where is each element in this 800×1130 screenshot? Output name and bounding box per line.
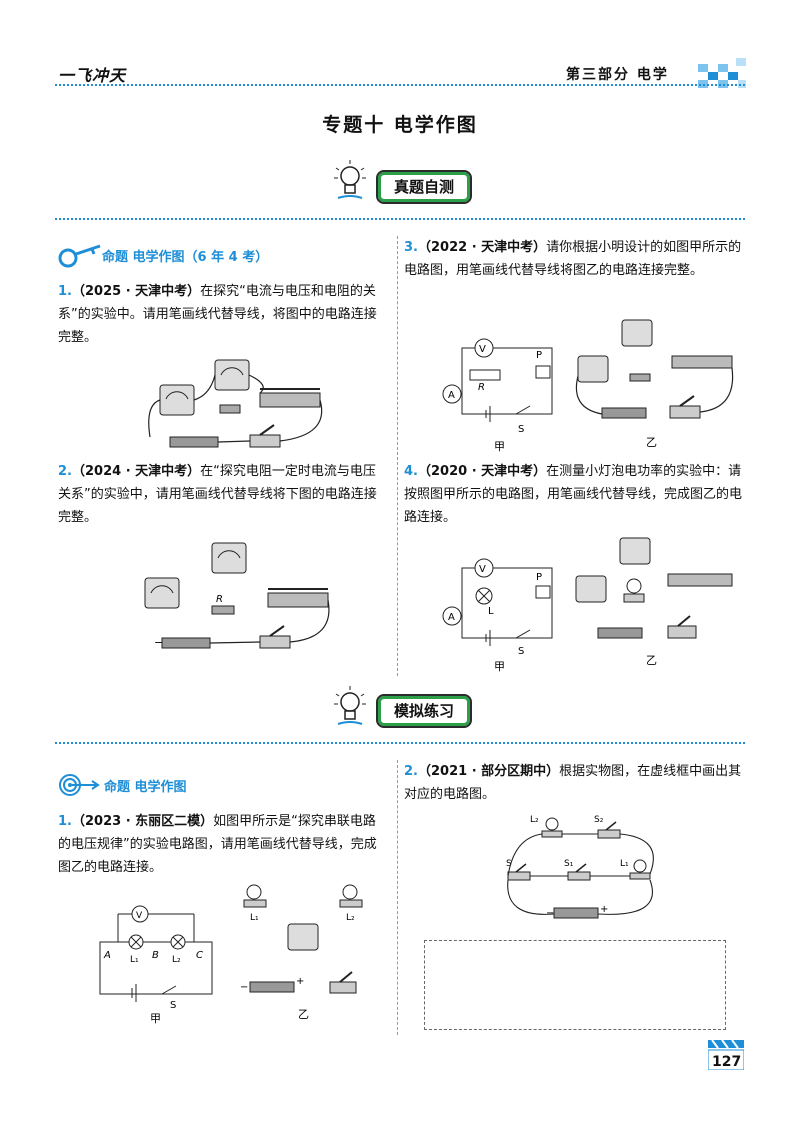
q3-apparatus-figure-yi: 乙 (575, 319, 734, 449)
question-source: （2023 · 东丽区二模） (71, 814, 214, 829)
question-text: 在“探究电阻一定时电流与电压关系”的实验中，请用笔画线代替导线将下图的电路连接完… (58, 464, 377, 525)
lamp-l1-label: L₁ (620, 859, 629, 869)
voltmeter-label: V (136, 911, 143, 921)
figure-caption-yi: 乙 (646, 654, 657, 667)
plus-sign: + (600, 904, 608, 915)
figure-caption-yi: 乙 (298, 1008, 309, 1021)
lightbulb-icon (334, 686, 366, 725)
column-divider (397, 760, 398, 1035)
lightbulb-icon (334, 160, 366, 199)
minus-sign: − (546, 908, 554, 919)
q4-circuit-diagram-jia: V L P A S 甲 (442, 558, 553, 673)
question-number: 3. (404, 240, 418, 255)
s2-apparatus-figure: L₂ S₂ S S₁ L₁ − + (506, 815, 654, 919)
point-c-label: C (196, 950, 203, 961)
topic-heading-1: 命题 电学作图（6 年 4 考） (102, 250, 269, 265)
minus-sign: − (240, 982, 248, 993)
s1-circuit-diagram-jia: V A B C L₁ L₂ S 甲 (99, 905, 213, 1024)
s1-apparatus-figure-yi: L₁ L₂ − + 乙 (240, 884, 363, 1021)
key-icon (58, 244, 101, 268)
lamp-l2-label: L₂ (346, 913, 355, 923)
question-text: 根据实物图，在虚线框中画出其对应的电路图。 (404, 764, 742, 802)
plus-sign: + (296, 976, 304, 987)
figure-caption-yi: 乙 (646, 436, 657, 449)
q1-apparatus-figure (148, 359, 323, 448)
question-2: 2.（2024 · 天津中考）在“探究电阻一定时电流与电压关系”的实验中，请用笔… (58, 460, 388, 529)
voltmeter-label: V (479, 564, 486, 575)
question-text: 如图甲所示是“探究串联电路的电压规律”的实验电路图，请用笔画线代替导线，完成图乙… (58, 814, 377, 875)
resistor-label: R (478, 382, 485, 393)
simulation-question-2: 2.（2021 · 部分区期中）根据实物图，在虚线框中画出其对应的电路图。 (404, 760, 742, 806)
part-title: 第三部分 电学 (566, 67, 669, 83)
point-b-label: B (152, 950, 159, 961)
switch-label: S (170, 1000, 176, 1011)
q3-circuit-diagram-jia: V R P A S 甲 (442, 338, 553, 453)
section-divider (55, 218, 745, 220)
question-source: （2024 · 天津中考） (71, 464, 201, 479)
lamp-l1-label: L₁ (250, 913, 259, 923)
question-number: 4. (404, 464, 418, 479)
q2-apparatus-figure: R − (144, 542, 330, 649)
minus-sign: − (154, 636, 163, 649)
switch-label: S (518, 646, 524, 657)
brand-logo: 一飞冲天 (58, 66, 127, 85)
question-3: 3.（2022 · 天津中考）请你根据小明设计的如图甲所示的电路图，用笔画线代替… (404, 236, 742, 282)
ammeter-label: A (448, 612, 455, 623)
ammeter-label: A (448, 390, 455, 401)
section-label: 真题自测 (394, 178, 455, 196)
question-source: （2021 · 部分区期中） (417, 764, 560, 779)
switch-s2-label: S₂ (594, 815, 604, 825)
switch-s-label: S (506, 859, 512, 869)
question-number: 1. (58, 814, 72, 829)
question-1: 1.（2025 · 天津中考）在探究“电流与电压和电阻的关系”的实验中。请用笔画… (58, 280, 388, 349)
topic-heading-2: 命题 电学作图 (104, 780, 187, 795)
figure-caption-jia: 甲 (150, 1012, 161, 1024)
slider-label: P (536, 350, 542, 361)
answer-drawing-box[interactable] (424, 940, 726, 1030)
question-source: （2022 · 天津中考） (417, 240, 547, 255)
voltmeter-label: V (479, 344, 486, 355)
header-rule (55, 84, 745, 86)
switch-label: S (518, 424, 524, 435)
section-badge-simulation: 模拟练习 (376, 694, 473, 728)
section-divider (55, 742, 745, 744)
figure-caption-jia: 甲 (494, 440, 505, 453)
question-text: 请你根据小明设计的如图甲所示的电路图，用笔画线代替导线将图乙的电路连接完整。 (404, 240, 742, 278)
lamp-l1-label: L₁ (130, 955, 139, 965)
page-number-badge: 127 (708, 1040, 744, 1070)
slider-label: P (536, 572, 542, 583)
lamp-l2-label: L₂ (172, 955, 181, 965)
question-text: 在测量小灯泡电功率的实验中：请按照图甲所示的电路图，用笔画线代替导线，完成图乙的… (404, 464, 743, 525)
figure-caption-jia: 甲 (494, 660, 505, 673)
resistor-label: R (216, 594, 223, 605)
simulation-question-1: 1.（2023 · 东丽区二模）如图甲所示是“探究串联电路的电压规律”的实验电路… (58, 810, 388, 879)
q4-apparatus-figure-yi: 乙 (575, 537, 733, 667)
question-number: 2. (404, 764, 418, 779)
question-number: 2. (58, 464, 72, 479)
column-divider (397, 236, 398, 676)
question-source: （2020 · 天津中考） (417, 464, 547, 479)
question-4: 4.（2020 · 天津中考）在测量小灯泡电功率的实验中：请按照图甲所示的电路图… (404, 460, 742, 529)
lamp-l2-label: L₂ (530, 815, 539, 825)
section-badge-real-test: 真题自测 (376, 170, 473, 204)
point-a-label: A (103, 950, 111, 961)
question-number: 1. (58, 284, 72, 299)
target-icon (59, 774, 100, 796)
switch-s1-label: S₁ (564, 859, 574, 869)
page-title: 专题十 电学作图 (322, 114, 478, 136)
page-number: 127 (712, 1054, 741, 1070)
question-text: 在探究“电流与电压和电阻的关系”的实验中。请用笔画线代替导线，将图中的电路连接完… (58, 284, 377, 345)
section-label: 模拟练习 (394, 702, 455, 720)
lamp-label: L (488, 606, 494, 617)
question-source: （2025 · 天津中考） (71, 284, 201, 299)
